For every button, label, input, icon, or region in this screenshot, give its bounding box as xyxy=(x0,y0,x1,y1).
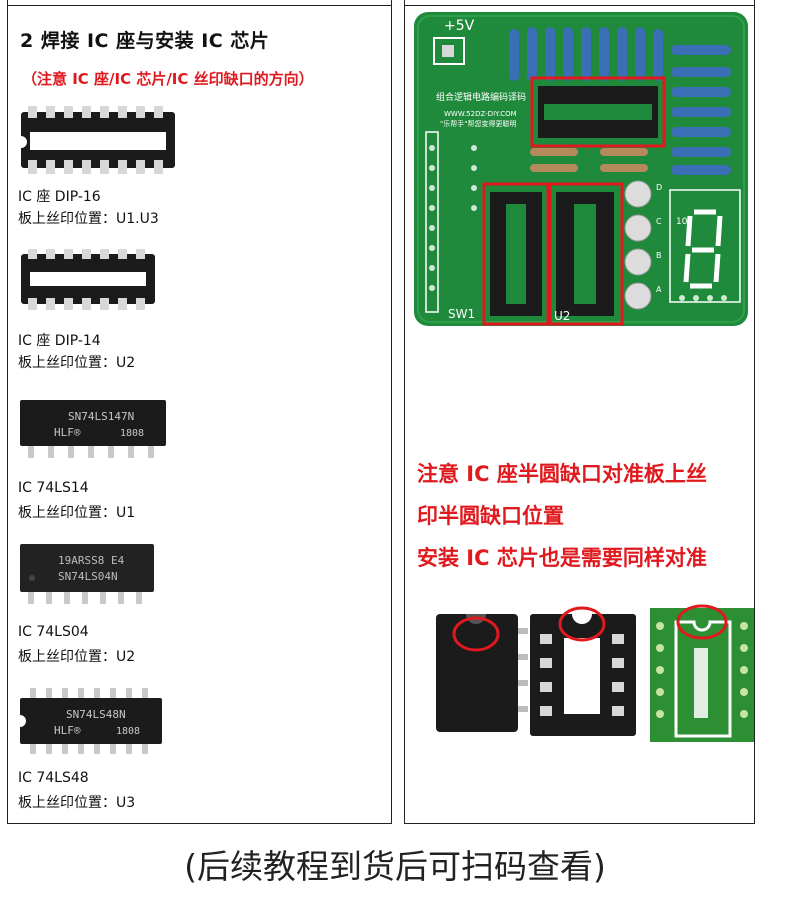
74ls04-chip-image: 19ARSS8 E4 SN74LS04N xyxy=(20,544,154,604)
pcb-u2-label: U2 xyxy=(554,309,570,323)
pcb-power-label: +5V xyxy=(444,18,475,34)
pcb-sw1-label: SW1 xyxy=(448,307,475,321)
pcb-seg-label-a: A xyxy=(656,285,662,294)
component-name: IC 74LS14 xyxy=(18,480,89,496)
chip-marking-1: SN74LS147N xyxy=(68,410,134,423)
component-74ls48: SN74LS48N HLF® 1808 IC 74LS48 板上丝印位置：U3 xyxy=(18,688,168,811)
instruction-line-1: 注意 IC 座半圆缺口对准板上丝 xyxy=(417,462,707,486)
component-dip14-socket: IC 座 DIP-14 板上丝印位置：U2 xyxy=(18,246,158,371)
pcb-website: WWW.52DZ-DIY.COM xyxy=(444,110,517,118)
pcb-silkscreen-notch-photo xyxy=(650,604,754,742)
right-panel-top-strip xyxy=(404,0,755,5)
component-dip16-socket: IC 座 DIP-16 板上丝印位置：U1.U3 xyxy=(18,102,178,227)
section-title: 2 焊接 IC 座与安装 IC 芯片 xyxy=(20,30,270,52)
component-name: IC 座 DIP-16 xyxy=(18,189,101,205)
component-position: 板上丝印位置：U3 xyxy=(18,795,136,811)
pcb-slogan: "乐帮手"帮您变得更聪明 xyxy=(440,119,516,128)
pcb-title: 组合逻辑电路编码译码 xyxy=(436,91,526,103)
instruction-line-3: 安装 IC 芯片也是需要同样对准 xyxy=(417,546,707,570)
component-position: 板上丝印位置：U1.U3 xyxy=(18,211,159,227)
pcb-seg-number: 10 xyxy=(676,217,688,227)
component-position: 板上丝印位置：U2 xyxy=(18,355,136,371)
component-position: 板上丝印位置：U1 xyxy=(18,505,136,521)
component-name: IC 74LS04 xyxy=(18,624,89,640)
pcb-seg-label-b: B xyxy=(656,251,662,260)
component-74ls04: 19ARSS8 E4 SN74LS04N IC 74LS04 板上丝印位置：U2 xyxy=(18,540,168,665)
chip-marking-1: SN74LS48N xyxy=(66,708,126,721)
notch-comparison-photo xyxy=(414,578,754,744)
right-panel: +5V 组合逻辑电路编码译码 WWW.52DZ-DIY.COM "乐帮手"帮您变… xyxy=(404,5,755,824)
pcb-seg-label-c: C xyxy=(656,217,662,226)
dip16-socket-image xyxy=(21,106,175,174)
chip-marking-3: 1808 xyxy=(120,428,144,439)
orientation-note: （注意 IC 座/IC 芯片/IC 丝印缺口的方向） xyxy=(22,70,314,88)
instruction-line-2: 印半圆缺口位置 xyxy=(417,504,564,528)
pcb-board-photo: +5V 组合逻辑电路编码译码 WWW.52DZ-DIY.COM "乐帮手"帮您变… xyxy=(414,12,748,326)
component-name: IC 74LS48 xyxy=(18,770,89,786)
footer-caption: (后续教程到货后可扫码查看) xyxy=(184,847,606,886)
left-panel-top-strip xyxy=(7,0,392,5)
chip-marking-2: SN74LS04N xyxy=(58,570,118,583)
ic-socket-notch-photo xyxy=(530,606,636,736)
pcb-seg-label-d: D xyxy=(656,183,662,192)
left-panel: 2 焊接 IC 座与安装 IC 芯片 （注意 IC 座/IC 芯片/IC 丝印缺… xyxy=(7,5,392,824)
ic-chip-notch-photo xyxy=(436,614,528,732)
chip-marking-3: 1808 xyxy=(116,726,140,737)
dip14-socket-image xyxy=(21,249,155,310)
component-name: IC 座 DIP-14 xyxy=(18,333,101,349)
74ls48-chip-image: SN74LS48N HLF® 1808 xyxy=(20,688,162,754)
chip-marking-2: HLF® xyxy=(54,724,81,737)
component-position: 板上丝印位置：U2 xyxy=(18,649,136,665)
chip-marking-1: 19ARSS8 E4 xyxy=(58,554,125,567)
74ls14-chip-image: SN74LS147N HLF® 1808 xyxy=(20,400,166,458)
component-74ls14: SN74LS147N HLF® 1808 IC 74LS14 板上丝印位置：U1 xyxy=(18,396,168,521)
chip-marking-2: HLF® xyxy=(54,426,81,439)
